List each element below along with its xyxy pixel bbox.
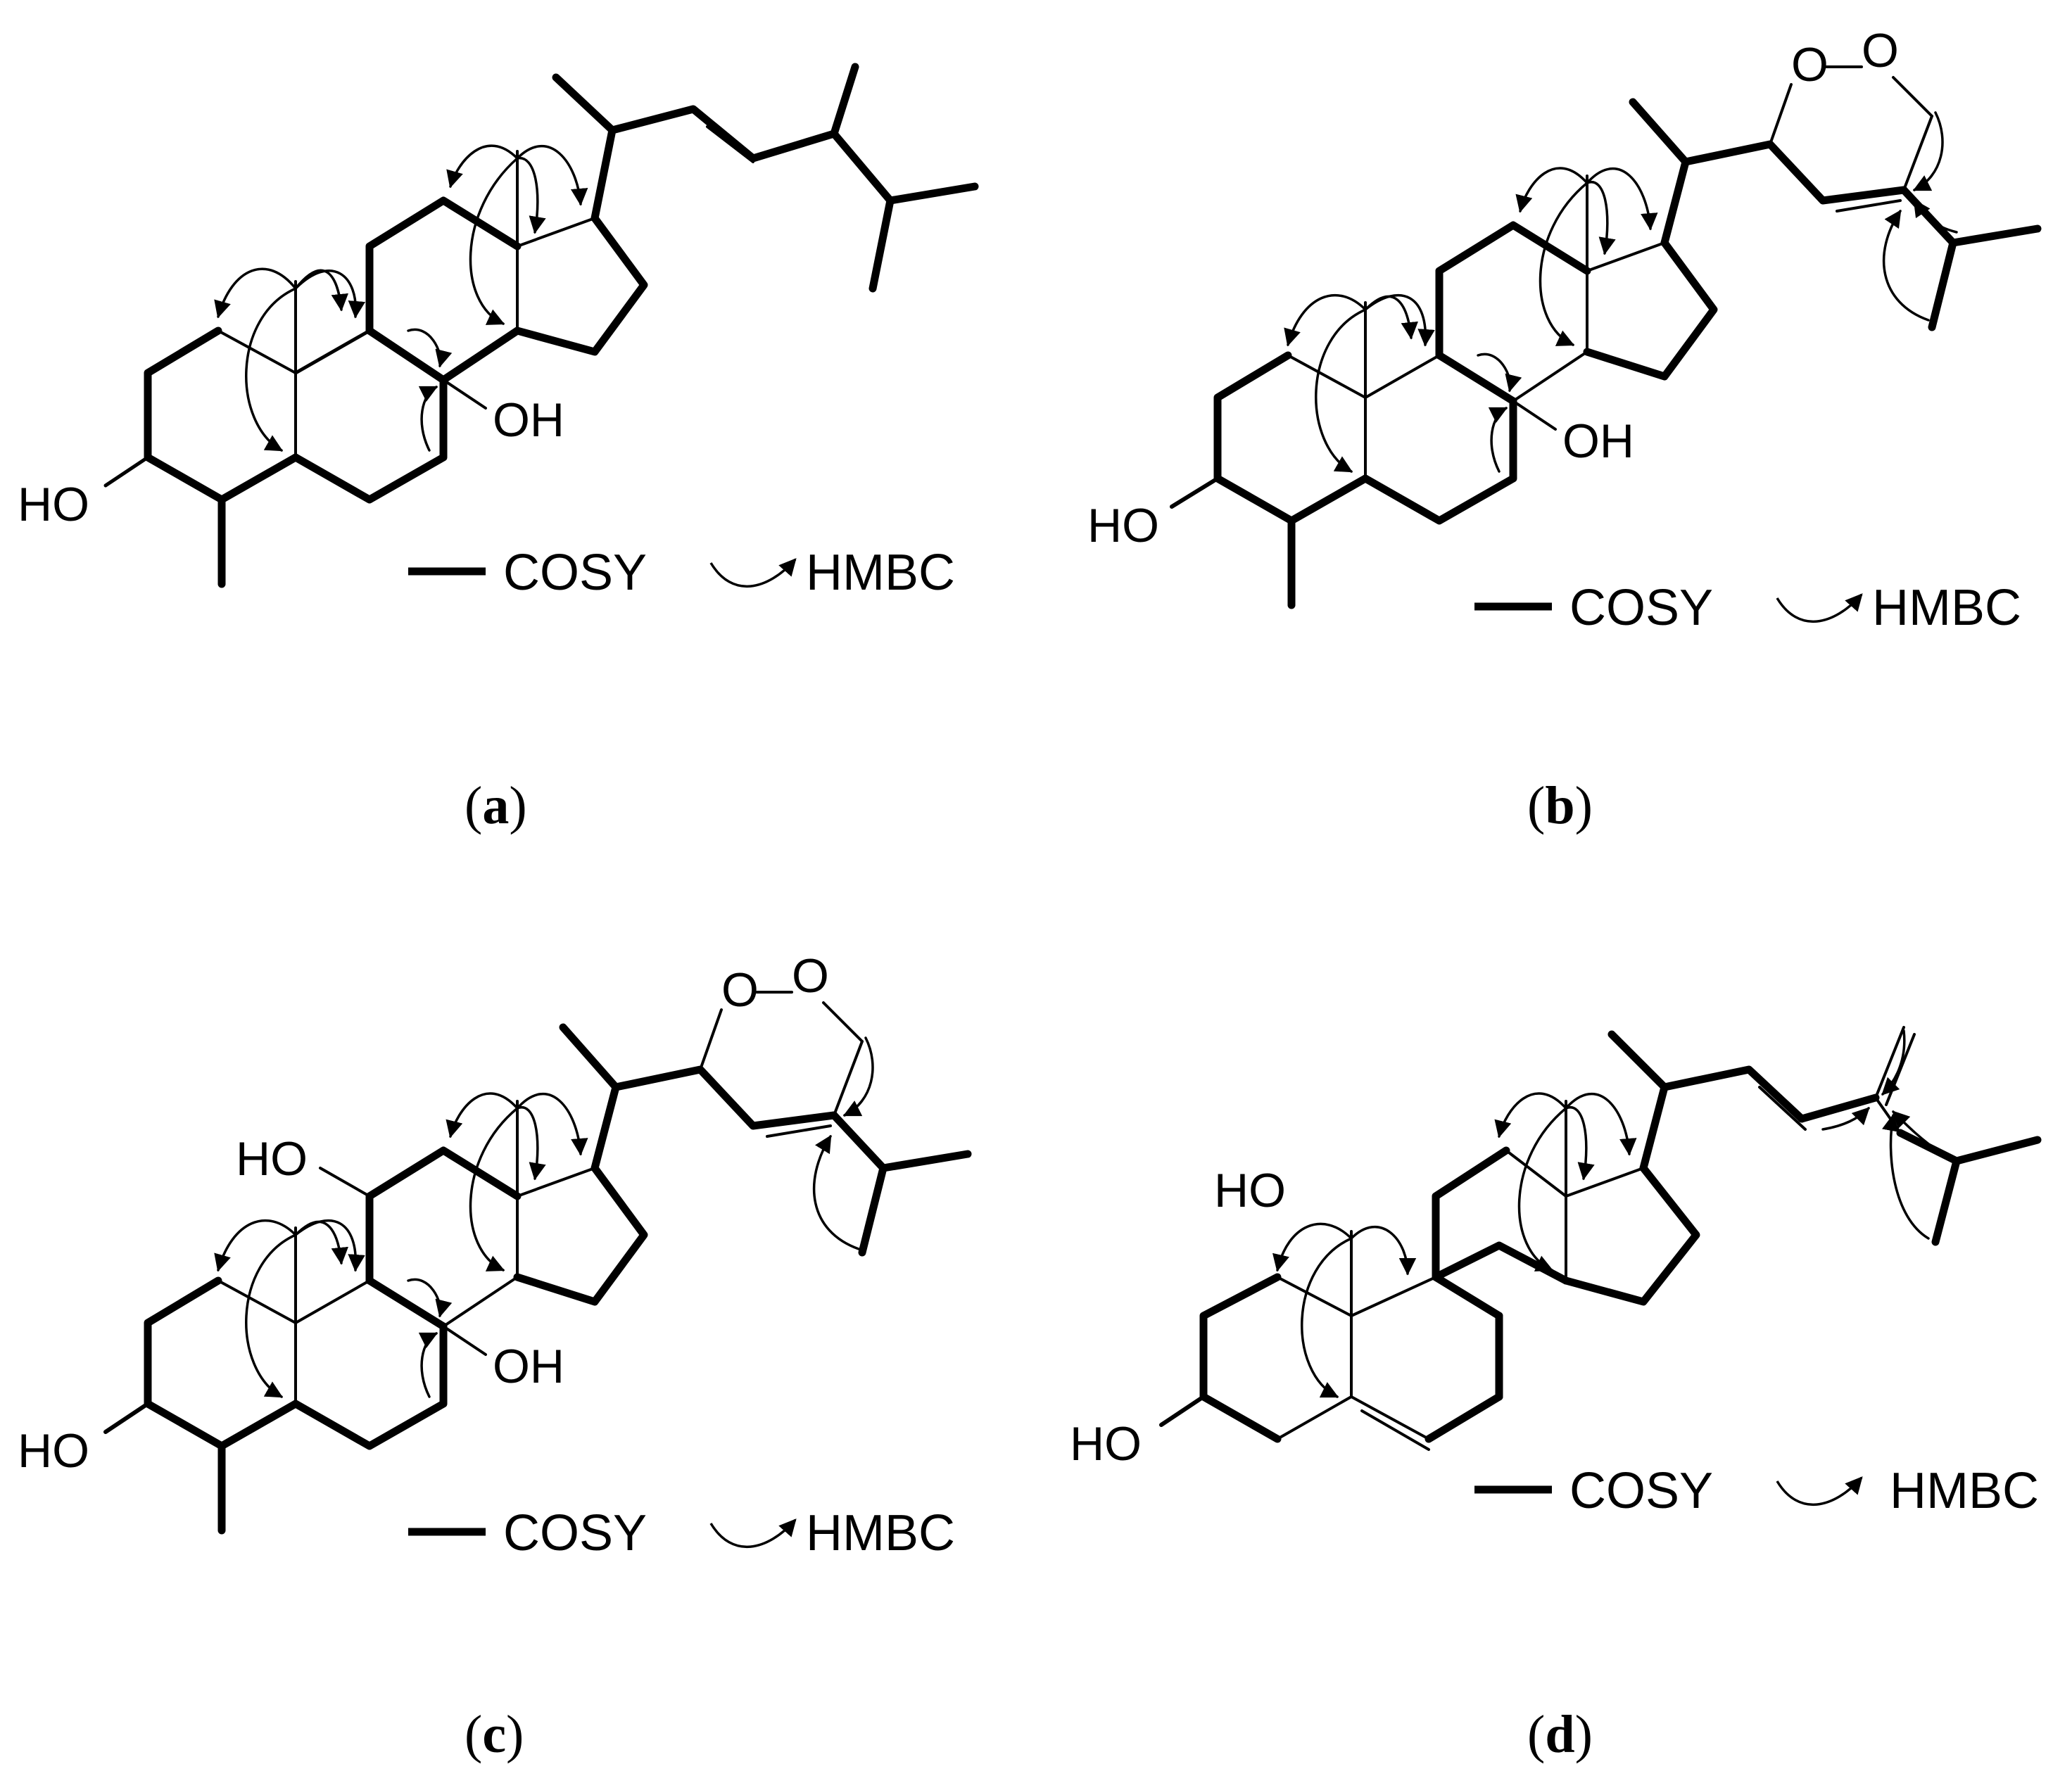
hmbc-legend-arrow	[1776, 593, 1863, 623]
atom-label-o: O	[792, 949, 829, 1003]
cosy-legend-label: COSY	[503, 1505, 647, 1561]
hmbc-legend-arrow	[1776, 1476, 1863, 1506]
panel-b: HO OH O O COSY HMBC (b)	[1087, 24, 2042, 835]
hmbc-legend-label: HMBC	[1872, 580, 2021, 636]
cosy-legend-label: COSY	[1569, 580, 1713, 636]
molecule-b	[1170, 65, 2042, 609]
panel-a: HO OH COSY HMBC (a)	[18, 63, 979, 835]
molecule-d	[1159, 1026, 2042, 1451]
hmbc-legend-label: HMBC	[806, 1505, 955, 1561]
legend-b: COSY HMBC	[1474, 580, 2021, 636]
atom-label-oh: OH	[493, 1340, 564, 1393]
caption-d: (d)	[1527, 1705, 1593, 1764]
atom-label-o: O	[1862, 24, 1899, 77]
panel-d: HO HO COSY HMBC (d)	[1070, 1026, 2042, 1764]
atom-label-ho: HO	[18, 478, 89, 531]
atom-label-ho: HO	[1087, 499, 1159, 552]
legend-d: COSY HMBC	[1474, 1463, 2039, 1519]
molecule-a	[103, 63, 979, 588]
hmbc-legend-arrow	[709, 558, 797, 588]
atom-label-oh: OH	[1562, 414, 1634, 468]
atom-label-ho: HO	[1214, 1164, 1286, 1217]
legend-c: COSY HMBC	[408, 1505, 955, 1561]
panel-c: HO HO OH O O COSY HMBC (c)	[18, 949, 972, 1764]
atom-label-ho: HO	[236, 1132, 308, 1186]
hmbc-legend-arrow	[709, 1518, 797, 1548]
caption-c: (c)	[465, 1705, 524, 1764]
hmbc-legend-label: HMBC	[1890, 1463, 2039, 1519]
caption-b: (b)	[1527, 776, 1593, 835]
molecule-c	[103, 991, 972, 1535]
atom-label-oh: OH	[493, 393, 564, 447]
hmbc-legend-label: HMBC	[806, 545, 955, 601]
legend-a: COSY HMBC	[408, 545, 955, 601]
atom-label-o: O	[1791, 38, 1828, 91]
cosy-legend-label: COSY	[1569, 1463, 1713, 1519]
atom-label-ho: HO	[1070, 1417, 1142, 1471]
caption-a: (a)	[465, 776, 527, 835]
atom-label-ho: HO	[18, 1424, 89, 1478]
cosy-legend-label: COSY	[503, 545, 647, 601]
atom-label-o: O	[721, 963, 759, 1017]
